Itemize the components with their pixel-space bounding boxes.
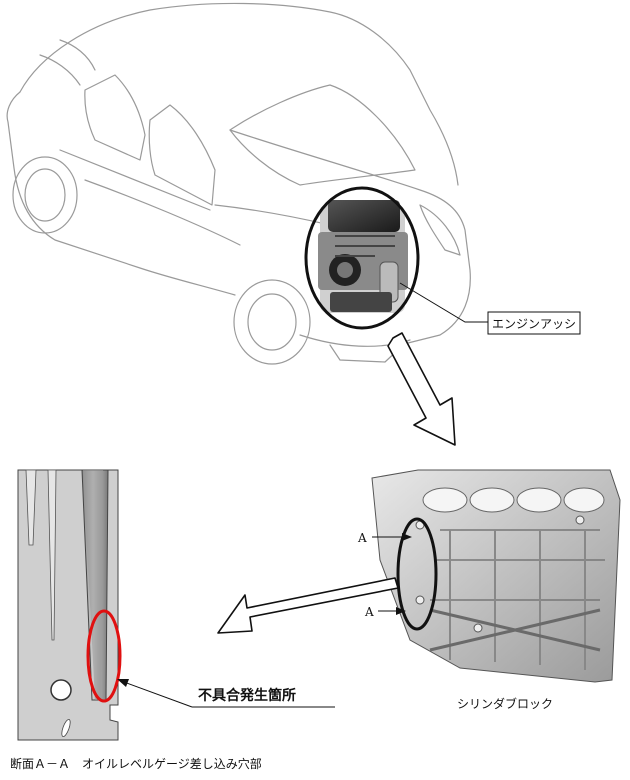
engine-to-block-arrow [387, 332, 456, 446]
engine-highlight-circle [304, 186, 420, 330]
engine-assembly-image [318, 200, 408, 313]
block-highlight-circle [396, 517, 438, 631]
cylinder-block-image [371, 469, 621, 683]
section-caption: 断面Ａ－Ａ オイルレベルゲージ差し込み穴部 [10, 756, 262, 771]
section-mark-lower: A [364, 605, 374, 619]
block-to-section-arrow [217, 577, 399, 634]
section-view [17, 469, 119, 741]
car-outline [6, 2, 471, 365]
engine-leader-line [399, 282, 488, 323]
defect-location-label: 不具合発生箇所 [198, 687, 296, 704]
engine-label: エンジンアッシ [492, 317, 576, 331]
defect-highlight-circle [86, 609, 122, 703]
engine-label-box [487, 311, 581, 335]
section-mark-upper: A [357, 531, 367, 545]
cylinder-block-label: シリンダブロック [457, 696, 553, 711]
